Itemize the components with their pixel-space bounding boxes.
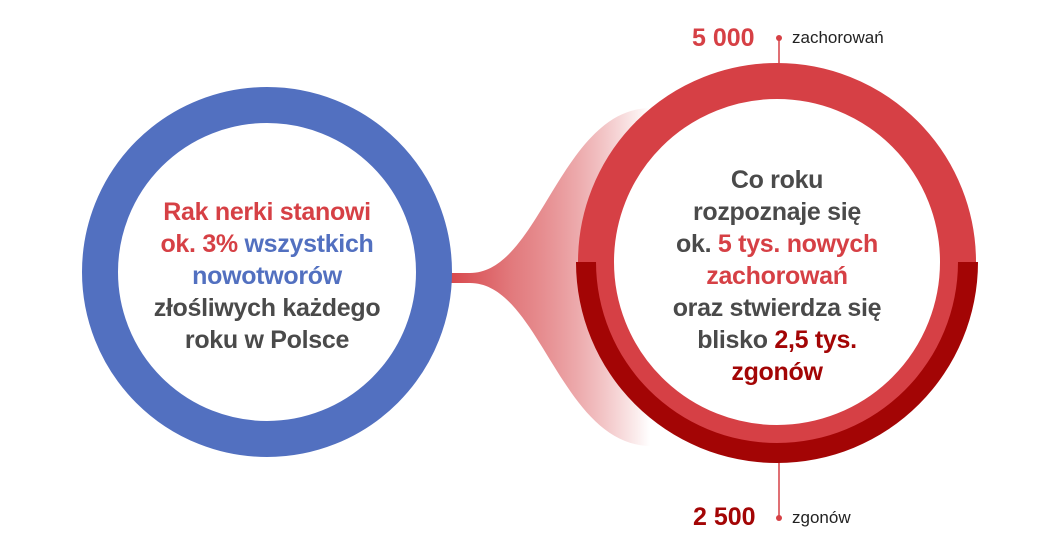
right-line-4: zachorowań: [706, 262, 848, 290]
right-circle-text: Co roku rozpoznaje się ok. 5 tys. nowych…: [627, 164, 927, 388]
left-line-3: nowotworów: [192, 262, 342, 290]
left-line-2-red: ok. 3%: [160, 230, 238, 258]
top-callout-dot: [776, 35, 782, 41]
right-line-5: oraz stwierdza się: [672, 294, 882, 322]
right-line-3-grey: ok.: [676, 230, 712, 258]
left-line-2-blue: wszystkich: [244, 230, 374, 258]
bottom-callout-dot: [776, 515, 782, 521]
right-line-6-grey: blisko: [697, 326, 768, 354]
bottom-callout-label: zgonów: [792, 508, 851, 527]
right-line-3-red: 5 tys. nowych: [717, 230, 878, 258]
left-line-1: Rak nerki stanowi: [163, 198, 371, 226]
dark-red-arc: [576, 262, 978, 463]
blue-ring: [82, 87, 452, 457]
left-line-5: roku w Polsce: [184, 326, 350, 354]
right-line-7: zgonów: [731, 358, 823, 386]
left-circle-text: Rak nerki stanowi ok. 3% wszystkich nowo…: [117, 196, 417, 356]
right-line-1: Co roku: [730, 166, 824, 194]
top-callout-label: zachorowań: [792, 28, 884, 47]
top-callout-value: 5 000: [692, 24, 755, 52]
left-line-4: złośliwych każdego: [153, 294, 381, 322]
right-line-6-dark: 2,5 tys.: [774, 326, 857, 354]
bottom-callout-value: 2 500: [693, 503, 756, 531]
right-line-2: rozpoznaje się: [692, 198, 862, 226]
